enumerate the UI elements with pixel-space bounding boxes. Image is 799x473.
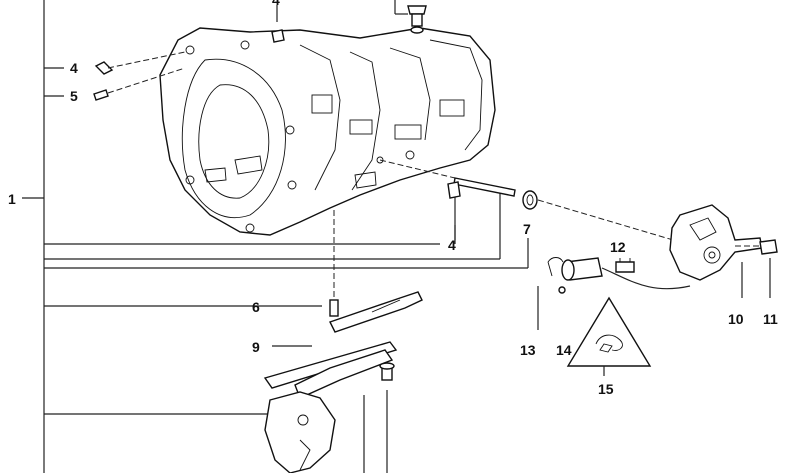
callout-10: 10 [728,311,744,327]
dowel-pin [329,210,339,317]
selector-shaft [379,159,516,197]
dowel-pin [93,67,186,101]
screw [271,29,285,43]
transmission-housing [159,27,496,236]
position-switch [537,199,763,281]
callout-12: 12 [610,239,626,255]
callout-4-left: 4 [70,60,78,76]
leader-lines [230,5,771,473]
callout-7: 7 [523,221,531,237]
callout-1: 1 [8,191,16,207]
callout-4-mid: 4 [448,237,456,253]
seal-ring [522,190,538,210]
callout-13: 13 [520,342,536,358]
callout-11: 11 [763,311,778,327]
callout-6: 6 [252,299,260,315]
selector-lever [263,291,423,473]
callout-9: 9 [252,339,260,355]
callout-15: 15 [598,381,614,397]
bolt [735,239,778,255]
warning-symbol [566,296,652,376]
screw [447,181,461,199]
callout-5: 5 [70,88,78,104]
clip [615,258,635,273]
callout-4-top: 4 [272,0,280,8]
connector [547,257,691,294]
screw [94,51,186,75]
callout-14: 14 [556,342,572,358]
screw [394,0,427,34]
